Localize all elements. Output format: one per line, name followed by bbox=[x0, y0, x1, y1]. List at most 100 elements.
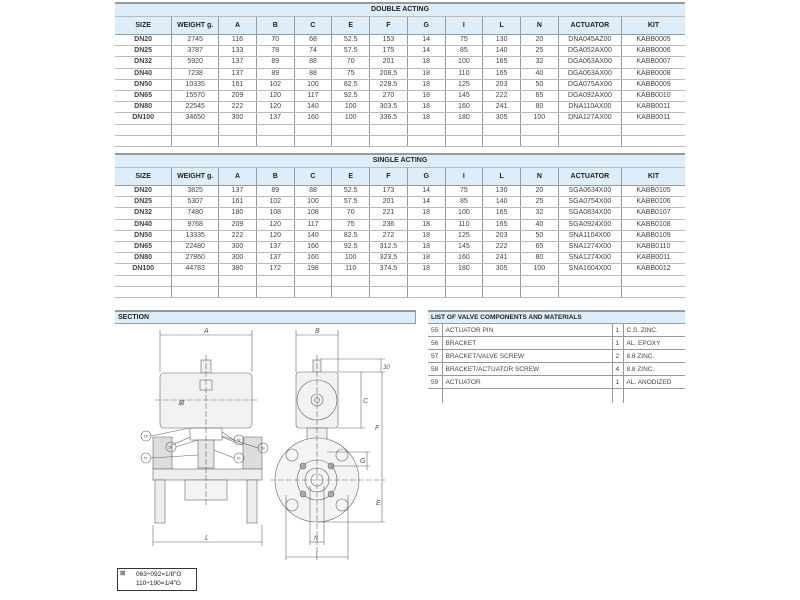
table-cell: 70 bbox=[331, 207, 370, 220]
table-cell: 110 bbox=[444, 219, 483, 231]
empty-cell bbox=[621, 135, 685, 147]
table-cell: 305 bbox=[482, 263, 521, 276]
table-cell: 222 bbox=[218, 230, 257, 242]
table-cell: 161 bbox=[218, 79, 257, 91]
table-cell: 92.5 bbox=[331, 90, 370, 103]
empty-cell bbox=[444, 124, 483, 136]
thread-note: ⊠ 063÷092=1/8"G 110÷190=1/4"G bbox=[117, 568, 197, 591]
table-cell: 100 bbox=[293, 79, 332, 91]
table-cell: KABB0110 bbox=[621, 241, 685, 254]
column-header: G bbox=[406, 16, 446, 35]
empty-cell bbox=[557, 286, 622, 298]
table-cell: 18 bbox=[406, 230, 446, 242]
component-cell: 55 bbox=[428, 323, 442, 337]
component-cell: 56 bbox=[428, 336, 442, 350]
table-cell: 300 bbox=[218, 241, 257, 254]
empty-row bbox=[115, 135, 685, 147]
table-cell: 120 bbox=[255, 90, 295, 103]
table-cell: 89 bbox=[255, 185, 295, 198]
table-cell: 100 bbox=[331, 112, 370, 125]
note-line-2: 110÷190=1/4"G bbox=[136, 580, 181, 587]
table-cell: 3825 bbox=[171, 185, 219, 198]
port-symbol-icon: ⊠ bbox=[120, 570, 126, 577]
component-cell: ACTUATOR bbox=[441, 375, 612, 389]
table-cell: KABB0005 bbox=[621, 34, 685, 47]
dim-l-label: L bbox=[205, 535, 209, 542]
dim-c-label: C bbox=[363, 398, 369, 405]
column-header: B bbox=[255, 167, 295, 186]
table-cell: 380 bbox=[218, 263, 257, 276]
empty-cell bbox=[428, 389, 442, 404]
table-cell: 137 bbox=[218, 68, 257, 80]
table-cell: 241 bbox=[482, 252, 521, 265]
column-header: B bbox=[255, 16, 295, 35]
table-cell: 85 bbox=[444, 196, 483, 209]
table-cell: 20 bbox=[520, 34, 559, 47]
callout-label: 55 bbox=[144, 435, 148, 439]
component-cell: 8.8 ZINC. bbox=[622, 362, 686, 376]
table-cell: 65 bbox=[520, 241, 559, 254]
table-cell: 75 bbox=[331, 68, 370, 80]
component-cell: BRACKET bbox=[441, 336, 612, 350]
table-cell: DNA045AZ00 bbox=[557, 34, 622, 47]
table-cell: 89 bbox=[255, 68, 295, 80]
table-cell: 18 bbox=[406, 252, 446, 265]
empty-cell bbox=[622, 388, 686, 403]
empty-cell bbox=[482, 124, 521, 136]
empty-cell bbox=[293, 124, 332, 136]
table-cell: 20 bbox=[520, 185, 559, 198]
table-cell: DNA110AX00 bbox=[557, 101, 622, 114]
table-cell: 50 bbox=[520, 79, 559, 91]
empty-cell bbox=[331, 286, 370, 298]
column-header: C bbox=[293, 167, 332, 186]
note-line-1: 063÷092=1/8"G bbox=[136, 571, 182, 578]
empty-cell bbox=[115, 124, 172, 136]
table-cell: 88 bbox=[293, 68, 332, 80]
empty-cell bbox=[482, 286, 521, 298]
table-cell: DN25 bbox=[115, 45, 172, 58]
table-cell: 137 bbox=[255, 241, 295, 254]
empty-cell bbox=[369, 275, 408, 287]
component-cell: BRACKET/ACTUATOR SCREW bbox=[441, 362, 612, 376]
table-cell: 140 bbox=[482, 45, 521, 58]
side-view: B 30 C F G E N I bbox=[270, 328, 390, 560]
table-cell: 203 bbox=[482, 230, 521, 242]
svg-text:⊠: ⊠ bbox=[178, 400, 185, 407]
table-cell: 5307 bbox=[171, 196, 219, 209]
table-cell: 145 bbox=[444, 90, 483, 103]
table-cell: 2745 bbox=[171, 34, 219, 47]
table-cell: 9768 bbox=[171, 219, 219, 231]
column-header: SIZE bbox=[115, 16, 172, 35]
section-title: SECTION bbox=[115, 310, 416, 324]
table-cell: 125 bbox=[444, 230, 483, 242]
table-cell: 57.5 bbox=[331, 45, 370, 58]
table-cell: 18 bbox=[406, 68, 446, 80]
empty-cell bbox=[444, 286, 483, 298]
empty-cell bbox=[171, 286, 219, 298]
empty-cell bbox=[293, 275, 332, 287]
table-cell: 18 bbox=[406, 79, 446, 91]
table-cell: 68 bbox=[293, 34, 332, 47]
table-cell: 116 bbox=[218, 34, 257, 47]
empty-cell bbox=[255, 275, 295, 287]
dim-n-label: N bbox=[314, 536, 319, 542]
column-header: A bbox=[218, 16, 257, 35]
empty-cell bbox=[482, 275, 521, 287]
table-cell: 78 bbox=[255, 45, 295, 58]
table-cell: 117 bbox=[293, 90, 332, 103]
table-cell: DN40 bbox=[115, 219, 172, 231]
table-cell: 180 bbox=[444, 263, 483, 276]
component-cell: BRACKET/VALVE SCREW bbox=[441, 349, 612, 363]
column-header: KIT bbox=[621, 16, 685, 35]
empty-cell bbox=[621, 286, 685, 298]
table-cell: KABB0009 bbox=[621, 79, 685, 91]
table-cell: 120 bbox=[255, 230, 295, 242]
table-cell: 137 bbox=[255, 252, 295, 265]
column-header: L bbox=[482, 167, 521, 186]
